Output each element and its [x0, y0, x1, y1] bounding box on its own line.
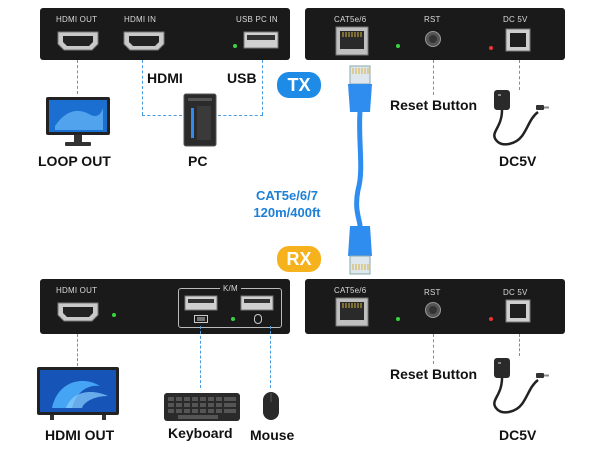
pc-hdmi-h-line — [142, 115, 182, 116]
loop-out-line — [77, 60, 78, 94]
tx-status-led — [233, 44, 237, 48]
tx-reset-line — [433, 60, 434, 95]
tx-unit-back: CAT5e/6 RST DC 5V — [305, 8, 565, 60]
km-label: K/M — [220, 284, 241, 293]
cable-distance-text: 120m/400ft — [253, 205, 321, 220]
rx-rst-label: RST — [424, 288, 441, 297]
usb-label: USB — [227, 70, 257, 86]
dc5v-label-rx: DC5V — [499, 427, 537, 443]
mouse-line — [270, 326, 271, 388]
keyboard-label: Keyboard — [168, 425, 233, 441]
hdmi-out-port-icon — [57, 31, 99, 51]
rx-dc-jack-icon — [505, 299, 531, 323]
tx-unit-front: HDMI OUT HDMI IN USB PC IN — [40, 8, 290, 60]
rx-reset-button-icon — [425, 302, 441, 318]
rx-link-led — [396, 317, 400, 321]
rx-hdmi-line — [77, 334, 78, 366]
reset-button-label-rx: Reset Button — [390, 366, 478, 382]
dc5v-label-tx: DC5V — [499, 153, 537, 169]
reset-button-icon — [425, 31, 441, 47]
rx-badge: RX — [277, 246, 321, 272]
tv-icon — [37, 367, 119, 420]
tx-power-led — [489, 46, 493, 50]
tx-rst-label: RST — [424, 15, 441, 24]
usb-keyboard-port-icon — [184, 295, 218, 311]
tx-link-led — [396, 44, 400, 48]
rx-hdmi-out-label: HDMI OUT — [56, 286, 98, 295]
hdmi-label: HDMI — [147, 70, 183, 86]
rx-dc-line — [519, 334, 520, 356]
rx-dc-label: DC 5V — [503, 288, 528, 297]
tx-hdmi-in-label: HDMI IN — [124, 15, 157, 24]
rx-power-adapter-icon — [493, 358, 549, 414]
keyboard-symbol-icon — [194, 315, 208, 323]
rj45-port-icon — [335, 26, 369, 56]
rx-unit-front: HDMI OUT K/M — [40, 279, 290, 334]
rx-hdmi-out-port-icon — [57, 302, 99, 322]
pc-usb-h-line — [218, 115, 263, 116]
tx-dc-label: DC 5V — [503, 15, 528, 24]
cable-spec: CAT5e/6/7 120m/400ft — [242, 187, 332, 221]
usb-mouse-port-icon — [240, 295, 274, 311]
pc-usb-line — [262, 60, 263, 115]
tx-usb-pc-in-label: USB PC IN — [236, 15, 278, 24]
reset-button-label-tx: Reset Button — [390, 97, 478, 113]
tx-cat-label: CAT5e/6 — [334, 15, 367, 24]
rx-km-led — [231, 317, 235, 321]
pc-hdmi-line — [142, 60, 143, 115]
keyboard-icon — [164, 393, 240, 421]
mouse-icon — [263, 392, 279, 420]
rx-reset-line — [433, 334, 434, 364]
rx-status-led — [112, 313, 116, 317]
mouse-label: Mouse — [250, 427, 295, 443]
ethernet-cable-icon — [348, 65, 372, 275]
rx-power-led — [489, 317, 493, 321]
hdmi-out-label-rx: HDMI OUT — [45, 427, 115, 443]
rx-rj45-port-icon — [335, 297, 369, 327]
dc-jack-icon — [505, 28, 531, 52]
cable-type-text: CAT5e/6/7 — [256, 188, 318, 203]
pc-label: PC — [188, 153, 208, 169]
keyboard-line — [200, 326, 201, 388]
monitor-icon — [46, 97, 110, 146]
rx-cat-label: CAT5e/6 — [334, 286, 367, 295]
tx-dc-line — [519, 60, 520, 90]
loop-out-label: LOOP OUT — [38, 153, 111, 169]
pc-tower-icon — [183, 93, 217, 147]
mouse-symbol-icon — [254, 314, 262, 324]
power-adapter-icon — [493, 90, 549, 146]
tx-hdmi-out-label: HDMI OUT — [56, 15, 98, 24]
rx-unit-back: CAT5e/6 RST DC 5V — [305, 279, 565, 334]
usb-port-icon — [243, 31, 279, 49]
hdmi-in-port-icon — [123, 31, 165, 51]
tx-badge: TX — [277, 72, 321, 98]
